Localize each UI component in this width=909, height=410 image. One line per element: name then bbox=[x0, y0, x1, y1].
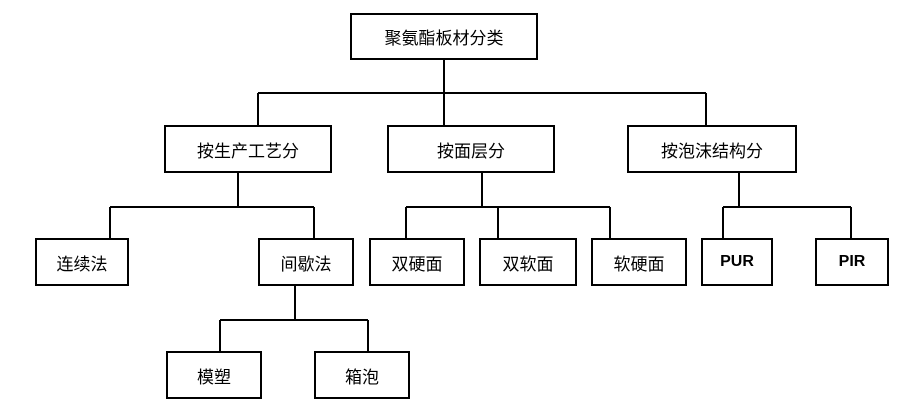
node-double-soft: 双软面 bbox=[479, 238, 577, 286]
node-pur: PUR bbox=[701, 238, 773, 286]
node-soft-hard: 软硬面 bbox=[591, 238, 687, 286]
node-by-process: 按生产工艺分 bbox=[164, 125, 332, 173]
node-continuous: 连续法 bbox=[35, 238, 129, 286]
node-pir: PIR bbox=[815, 238, 889, 286]
node-box-foam: 箱泡 bbox=[314, 351, 410, 399]
node-intermittent: 间歇法 bbox=[258, 238, 354, 286]
node-by-facing: 按面层分 bbox=[387, 125, 555, 173]
node-molding: 模塑 bbox=[166, 351, 262, 399]
node-double-hard: 双硬面 bbox=[369, 238, 465, 286]
node-by-foam: 按泡沫结构分 bbox=[627, 125, 797, 173]
node-root: 聚氨酯板材分类 bbox=[350, 13, 538, 60]
